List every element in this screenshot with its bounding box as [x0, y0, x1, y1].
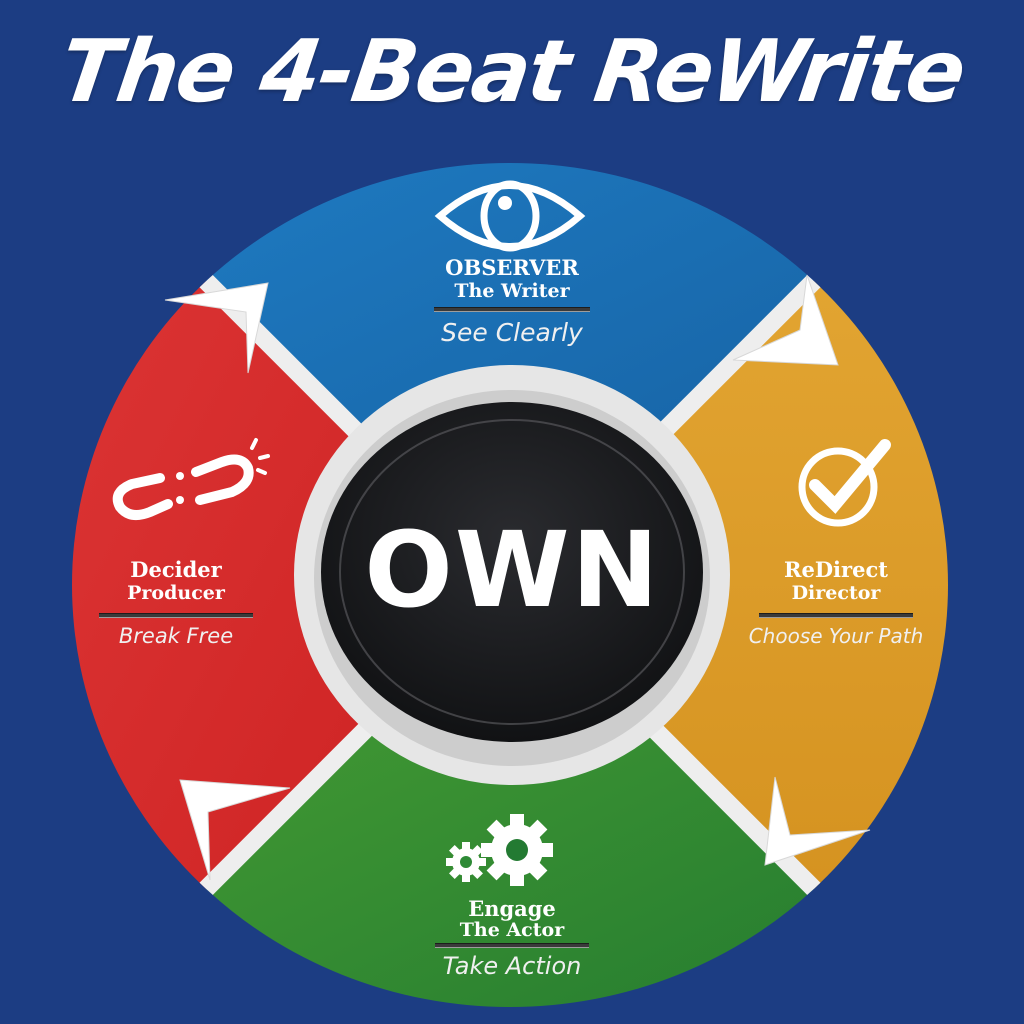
segment-redirect-label: ReDirect Director Choose Your Path	[736, 557, 936, 648]
observer-title: OBSERVER	[445, 255, 579, 280]
engage-title: Engage	[468, 896, 556, 921]
segment-engage	[72, 585, 948, 1007]
divider	[99, 612, 253, 618]
arrow-redirect-to-engage	[764, 776, 871, 866]
arrow-decider-to-observer	[164, 282, 269, 374]
own-button[interactable]	[321, 402, 703, 742]
arrow-observer-to-redirect	[732, 274, 839, 366]
eye-icon	[434, 180, 586, 252]
divider	[759, 612, 913, 618]
broken-chain-icon	[112, 438, 270, 521]
observer-tagline: See Clearly	[441, 317, 583, 347]
segment-redirect	[510, 163, 948, 1007]
own-label: OWN	[364, 509, 661, 631]
redirect-tagline: Choose Your Path	[748, 623, 924, 648]
engage-role: The Actor	[459, 919, 565, 942]
checkmark-circle-icon	[798, 439, 891, 527]
segment-decider	[72, 163, 510, 1007]
observer-role: The Writer	[454, 280, 570, 303]
arrow-engage-to-decider	[179, 779, 291, 881]
redirect-title: ReDirect	[784, 557, 888, 582]
decider-tagline: Break Free	[118, 623, 234, 648]
decider-role: Producer	[127, 582, 225, 605]
redirect-role: Director	[791, 582, 881, 605]
segment-decider-label: Decider Producer Break Free	[76, 557, 276, 648]
engage-tagline: Take Action	[442, 951, 582, 980]
divider	[434, 306, 590, 312]
segment-observer-label: OBSERVER The Writer See Clearly	[412, 255, 612, 347]
segment-observer	[72, 163, 948, 585]
divider	[435, 942, 589, 948]
segment-engage-label: Engage The Actor Take Action	[412, 896, 612, 980]
decider-title: Decider	[130, 557, 222, 582]
